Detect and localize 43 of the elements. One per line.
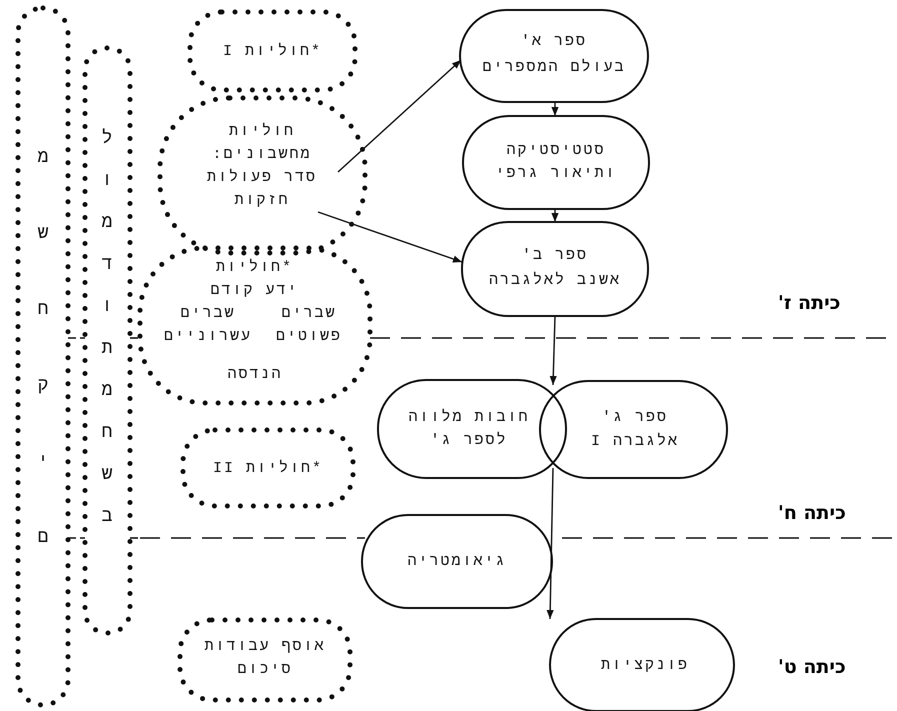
course-box (540, 381, 727, 478)
arrow (550, 316, 557, 386)
node-text: אלגברה I (590, 432, 680, 452)
node-text: ספר א' (520, 32, 588, 52)
grade-label: כיתה ח' (778, 502, 846, 524)
dotted-module-box (190, 12, 355, 90)
node-text: ספר ג' (600, 408, 669, 428)
course-box (362, 515, 552, 608)
arrow (551, 102, 559, 116)
dotted-module-box (183, 430, 353, 506)
grade-label: כיתה ט' (778, 656, 846, 678)
node-text: חובות מלווה לספר ג' (407, 408, 531, 451)
node-text: שברים פשוטים (274, 304, 343, 347)
dotted-module-box (18, 8, 68, 705)
dotted-module-box (180, 620, 350, 700)
node-text: *חוליות II (212, 458, 324, 479)
node-text: *חוליות ידע קודם (209, 258, 300, 301)
node-text: *חוליות I (222, 42, 324, 62)
arrow (338, 59, 462, 173)
arrow (551, 209, 559, 222)
node-text: הנדסה (226, 365, 284, 385)
node-text: ספר ב' (520, 246, 589, 266)
dotted-module-box (140, 248, 370, 403)
arrow (546, 468, 554, 620)
grade-label: כיתה ז' (778, 292, 840, 314)
node-text: שברים עשרוניים (162, 304, 253, 347)
course-box (460, 10, 648, 102)
node-text: סטטיסטיקה ותיאור גרפי (494, 141, 618, 184)
dotted-module-box (160, 98, 365, 253)
course-box (378, 380, 566, 478)
node-text: אשנב לאלגברה (488, 270, 622, 291)
node-text: גיאומטריה (406, 552, 508, 572)
node-text: משחקים (36, 147, 50, 550)
node-text: חוליות מחשבונים: סדר פעולות חזקות (206, 122, 318, 211)
course-box (462, 222, 648, 316)
node-text: לומדות מחשב (100, 127, 114, 529)
dotted-module-box (85, 48, 130, 633)
arrow (318, 211, 462, 263)
node-text: בעולם המספרים (481, 58, 627, 78)
node-text: אוסף עבודות סיכום (203, 637, 327, 680)
course-box (550, 619, 734, 711)
node-text: פונקציות (600, 656, 690, 676)
course-box (463, 116, 649, 209)
